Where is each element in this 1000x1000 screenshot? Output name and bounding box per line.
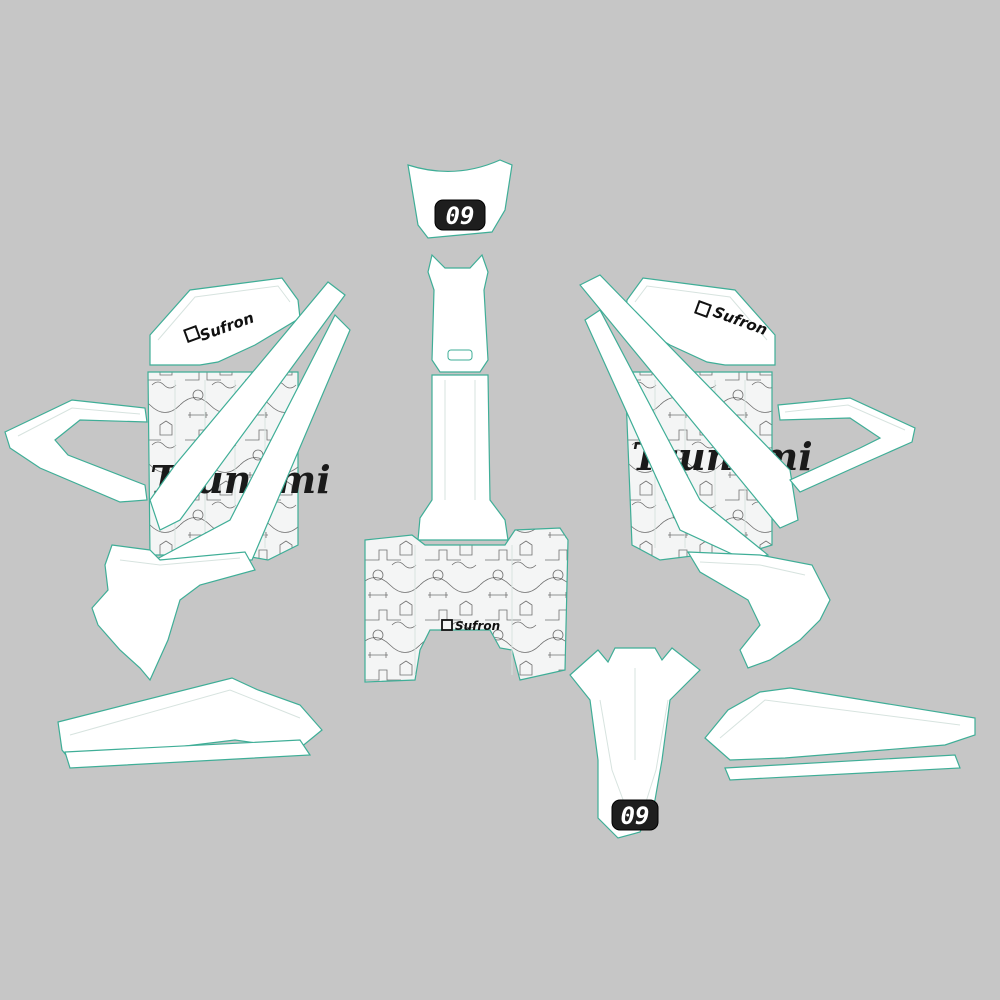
right-swingarm-decal: [686, 551, 831, 669]
left-swingarm-decal: [91, 544, 256, 682]
right-top-strip-decal: [579, 274, 799, 561]
center-seat-brand-text: Sufron: [455, 619, 500, 633]
right-side-panel-bracket-decal: [777, 397, 916, 493]
front-number-plate-decal: 09: [407, 159, 513, 239]
rear-plate-number-box: [611, 799, 659, 831]
center-seat-decal: Sufron: [364, 527, 569, 683]
right-rear-fender-decal: [704, 687, 976, 781]
front-fender-top-decal: [427, 253, 489, 373]
left-side-panel-bracket-decal: [4, 399, 148, 503]
center-seat-brand-logo: Sufron: [441, 619, 500, 633]
left-rear-fender-decal: [57, 677, 323, 769]
center-fork-guard-decal: [417, 374, 509, 541]
front-plate-number-box: [434, 199, 486, 231]
rear-plate-number: 09: [621, 802, 650, 830]
rear-number-plate-decal: 09: [569, 647, 701, 839]
left-shroud-decal: Sufron: [149, 277, 301, 366]
front-plate-number: 09: [446, 202, 475, 230]
